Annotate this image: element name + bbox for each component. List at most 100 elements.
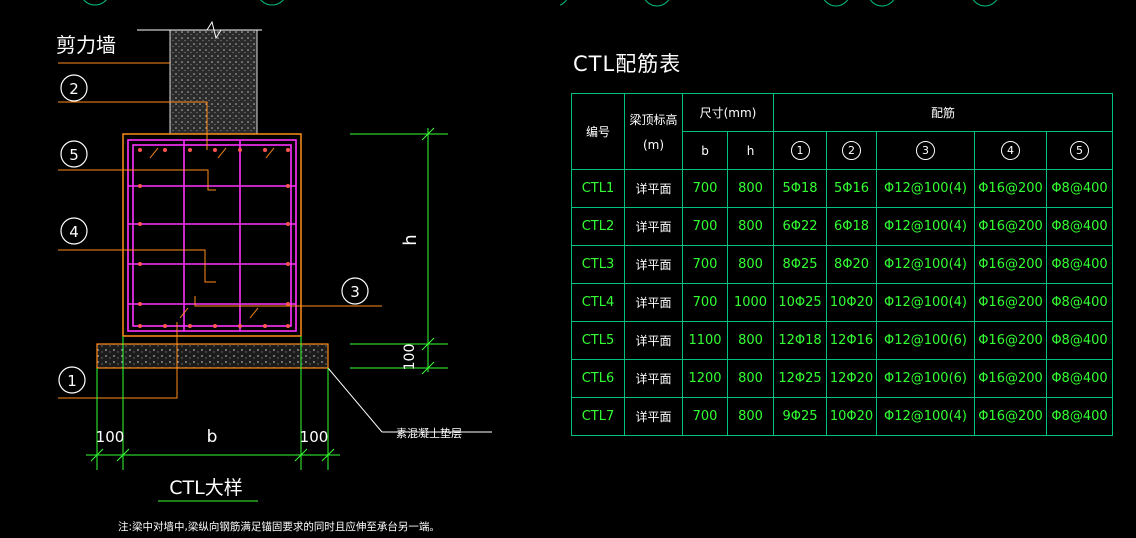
cell-bar-1: 8Φ25 [773, 245, 827, 284]
cell-elevation: 详平面 [624, 283, 683, 322]
cell-b: 700 [682, 245, 728, 284]
rebar-schedule-table: 编号 梁顶标高 (m) 尺寸(mm) 配筋 b h 1 2 3 4 5 CTL1… [571, 93, 1113, 436]
header-reinforcement: 配筋 [773, 93, 1113, 132]
callout-2 [60, 74, 88, 102]
callout-3 [341, 277, 369, 305]
table-header-row-1: 编号 梁顶标高 (m) 尺寸(mm) 配筋 [571, 93, 1113, 170]
cell-bar-2: 5Φ16 [826, 169, 877, 208]
cell-b: 1200 [682, 359, 728, 398]
header-bar-3: 3 [876, 131, 975, 170]
cell-h: 800 [727, 245, 774, 284]
callout-4 [60, 217, 88, 245]
cell-elevation: 详平面 [624, 245, 683, 284]
cell-bar-4: Φ16@200 [974, 397, 1047, 436]
table-row: CTL7 详平面 700 800 9Φ25 10Φ20 Φ12@100(4) Φ… [571, 397, 1113, 436]
header-elevation: 梁顶标高 (m) [624, 93, 683, 170]
cell-id: CTL7 [571, 397, 625, 436]
table-row: CTL3 详平面 700 800 8Φ25 8Φ20 Φ12@100(4) Φ1… [571, 245, 1113, 284]
dim-b-label: b [207, 427, 218, 447]
concrete-cushion [96, 343, 329, 369]
cell-bar-1: 10Φ25 [773, 283, 827, 322]
cell-bar-2: 12Φ20 [826, 359, 877, 398]
cell-b: 700 [682, 283, 728, 322]
cell-elevation: 详平面 [624, 359, 683, 398]
cell-bar-3: Φ12@100(4) [876, 169, 975, 208]
cell-b: 700 [682, 169, 728, 208]
dim-right-label: 100 [300, 428, 329, 446]
header-bar-2: 2 [826, 131, 877, 170]
cell-bar-4: Φ16@200 [974, 245, 1047, 284]
header-bar-1: 1 [773, 131, 827, 170]
bar-2-circle: 2 [842, 141, 861, 160]
cell-id: CTL2 [571, 207, 625, 246]
table-header-row-2: b h 1 2 3 4 5 [572, 131, 1113, 170]
bar-1-circle: 1 [790, 141, 810, 160]
cell-bar-2: 12Φ16 [826, 321, 877, 360]
cell-h: 800 [727, 321, 774, 360]
cell-bar-1: 12Φ18 [773, 321, 827, 360]
dim-left-label: 100 [96, 428, 125, 446]
cell-elevation: 详平面 [624, 321, 683, 360]
leader-lines [58, 62, 492, 433]
dim-100-vertical-label: 100 [402, 344, 418, 371]
header-h: h [727, 131, 774, 170]
header-id: 编号 [571, 93, 625, 170]
cell-b: 1100 [682, 321, 728, 360]
cell-bar-2: 6Φ18 [826, 207, 877, 246]
cell-bar-3: Φ12@100(4) [876, 397, 975, 436]
cell-bar-4: Φ16@200 [974, 207, 1047, 246]
header-elevation-line2: (m) [642, 138, 665, 152]
cell-elevation: 详平面 [624, 397, 683, 436]
grid-bubbles-top-right [560, 0, 998, 7]
rebar-cage [127, 139, 297, 332]
rebar-dots [138, 148, 290, 328]
header-b: b [682, 131, 728, 170]
callout-1-label: 1 [67, 372, 77, 390]
cell-b: 700 [682, 207, 728, 246]
dimension-horizontal [86, 336, 340, 470]
cell-bar-4: Φ16@200 [974, 169, 1047, 208]
table-row: CTL2 详平面 700 800 6Φ22 6Φ18 Φ12@100(4) Φ1… [571, 207, 1113, 246]
cell-b: 700 [682, 397, 728, 436]
cell-bar-1: 12Φ25 [773, 359, 827, 398]
ctl-detail-drawing: 2 5 4 3 1 剪力墙 h 100 100 b 100 素混凝土垫层 CTL… [56, 0, 492, 533]
cell-bar-5: Φ8@400 [1046, 245, 1113, 284]
cell-bar-4: Φ16@200 [974, 359, 1047, 398]
stirrup-hooks [149, 147, 275, 319]
header-bar-5: 5 [1046, 131, 1113, 170]
cell-bar-5: Φ8@400 [1046, 397, 1113, 436]
cell-bar-4: Φ16@200 [974, 283, 1047, 322]
cell-bar-2: 10Φ20 [826, 397, 877, 436]
cell-bar-2: 8Φ20 [826, 245, 877, 284]
cell-bar-5: Φ8@400 [1046, 207, 1113, 246]
cell-h: 1000 [727, 283, 774, 322]
cell-h: 800 [727, 397, 774, 436]
cell-h: 800 [727, 359, 774, 398]
cushion-label: 素混凝土垫层 [396, 426, 462, 440]
detail-title: CTL大样 [169, 477, 242, 499]
cell-bar-3: Φ12@100(4) [876, 207, 975, 246]
callout-5 [60, 140, 88, 168]
cell-id: CTL3 [571, 245, 625, 284]
cell-bar-4: Φ16@200 [974, 321, 1047, 360]
cell-bar-3: Φ12@100(6) [876, 359, 975, 398]
cell-elevation: 详平面 [624, 207, 683, 246]
header-bar-4: 4 [974, 131, 1047, 170]
cell-bar-3: Φ12@100(6) [876, 321, 975, 360]
cell-bar-5: Φ8@400 [1046, 321, 1113, 360]
cell-h: 800 [727, 207, 774, 246]
callout-4-label: 4 [69, 223, 79, 241]
cell-elevation: 详平面 [624, 169, 683, 208]
header-size: 尺寸(mm) [682, 93, 774, 132]
cell-bar-1: 6Φ22 [773, 207, 827, 246]
shear-wall [169, 29, 258, 135]
callout-2-label: 2 [69, 80, 79, 98]
table-row: CTL4 详平面 700 1000 10Φ25 10Φ20 Φ12@100(4)… [571, 283, 1113, 322]
bar-4-circle: 4 [1001, 141, 1020, 160]
callout-bubbles [58, 74, 369, 394]
dimension-vertical [350, 127, 448, 375]
cell-bar-1: 5Φ18 [773, 169, 827, 208]
wall-label: 剪力墙 [56, 33, 116, 57]
cell-h: 800 [727, 169, 774, 208]
table-title: CTL配筋表 [573, 52, 682, 76]
